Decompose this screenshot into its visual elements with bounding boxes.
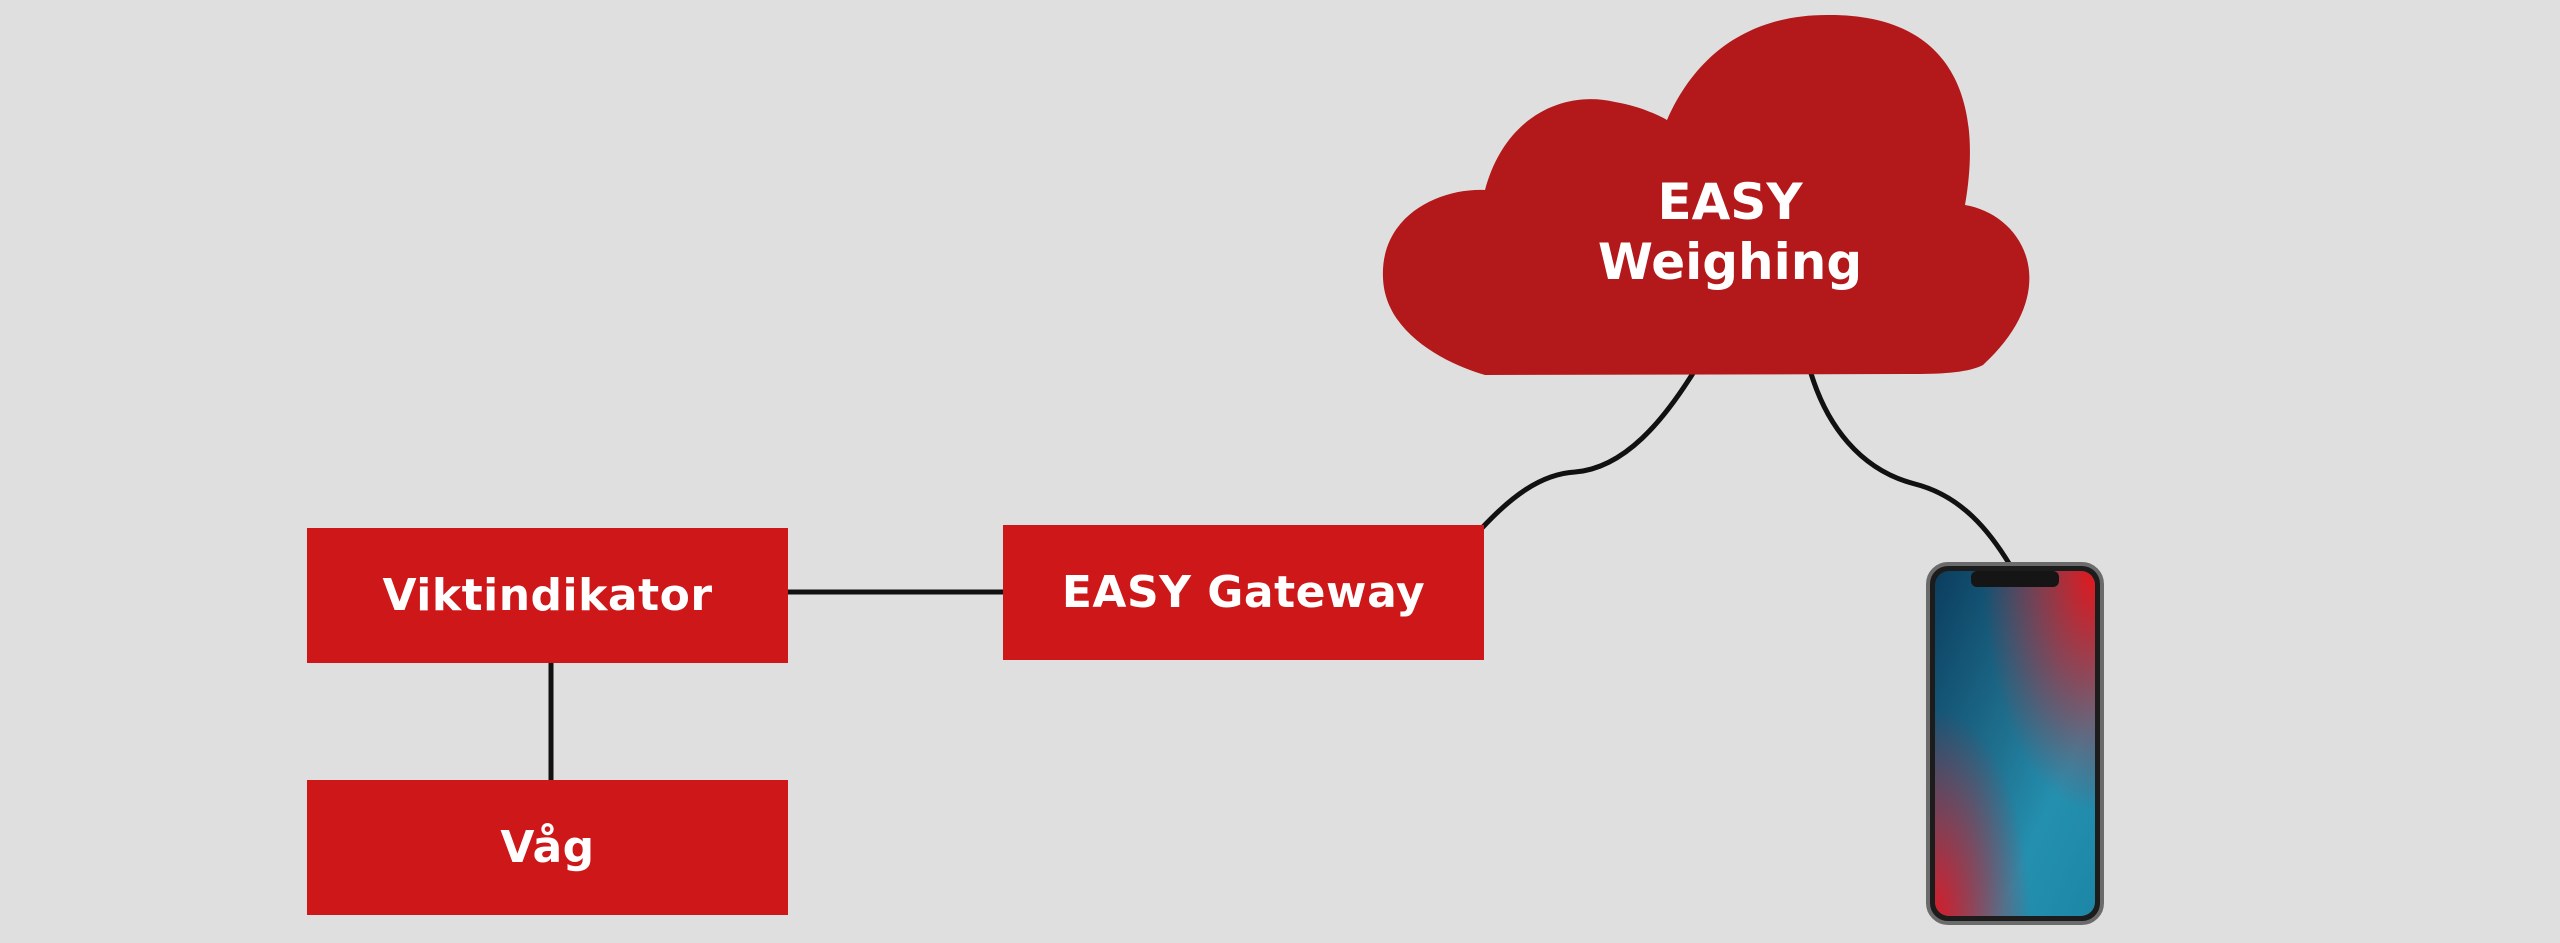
gateway-label: EASY Gateway	[1061, 567, 1426, 618]
scale-label: Våg	[500, 822, 595, 873]
scale-box: Våg	[307, 780, 788, 915]
smartphone-icon	[1926, 562, 2104, 925]
cloud-shape	[1382, 14, 2030, 376]
connector-cloud-phone	[1807, 369, 2013, 567]
weight-indicator-label: Viktindikator	[382, 570, 713, 621]
cloud-label: EASY Weighing	[1485, 172, 1975, 292]
cloud-label-line2: Weighing	[1597, 233, 1863, 291]
gateway-box: EASY Gateway	[1003, 525, 1484, 660]
connector-gateway-cloud	[1480, 368, 1698, 530]
cloud-label-line1: EASY	[1657, 173, 1803, 231]
weight-indicator-box: Viktindikator	[307, 528, 788, 663]
